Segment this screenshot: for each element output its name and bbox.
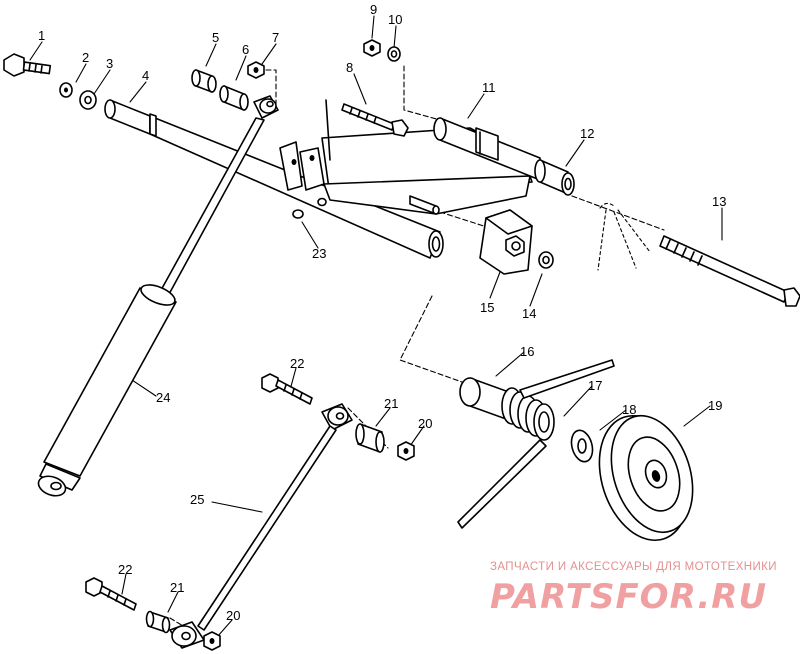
shine-marks [597,202,651,271]
callout-17: 17 [588,378,602,393]
part-14-washer [538,251,554,269]
callout-numbers: 1 2 3 4 5 6 7 8 9 10 11 12 13 14 15 16 1… [38,2,726,623]
callout-23: 23 [312,246,326,261]
part-8-bolt [341,103,409,137]
callout-12: 12 [580,126,594,141]
callout-21a: 21 [384,396,398,411]
callout-21b: 21 [170,580,184,595]
part-15-slide-block [479,209,533,275]
part-9-nut [363,39,381,57]
callout-8: 8 [346,60,353,75]
callout-2: 2 [82,50,89,65]
callout-9: 9 [370,2,377,17]
part-5-bushing [191,69,217,93]
part-20-upper-nut [397,441,415,461]
watermark: ЗАПЧАСТИ И АКСЕССУАРЫ ДЛЯ МОТОТЕХНИКИ PA… [490,561,777,617]
part-6-bushing [219,85,249,111]
callout-16: 16 [520,344,534,359]
callout-20b: 20 [226,608,240,623]
part-12-end-bushing [534,159,575,196]
part-13-long-bolt [659,235,800,307]
callout-19: 19 [708,398,722,413]
callout-18: 18 [622,402,636,417]
callout-5: 5 [212,30,219,45]
callout-11: 11 [482,80,496,95]
part-24-shock-absorber [37,95,279,497]
part-21-lower-bushing [145,610,171,634]
part-19-idler-wheel [598,414,694,542]
part-21-upper-bushing [355,423,385,453]
callout-6: 6 [242,42,249,57]
part-22-lower-bolt [85,577,137,611]
callout-13: 13 [712,194,726,209]
part-2-washer [59,82,73,98]
part-7-nut [247,61,265,79]
watermark-logo: PARTSFOR.RU [490,577,767,617]
callout-14: 14 [522,306,536,321]
part-18-washer [570,429,594,463]
part-22-upper-bolt [261,373,313,405]
callout-3: 3 [106,56,113,71]
callout-10: 10 [388,12,402,27]
callout-1: 1 [38,28,45,43]
part-11-rear-arm [279,99,541,215]
part-10-washer [387,46,401,62]
part-20-lower-nut [203,631,221,651]
leader-lines [29,15,723,641]
watermark-subtitle: ЗАПЧАСТИ И АКСЕССУАРЫ ДЛЯ МОТОТЕХНИКИ [490,561,777,573]
part-3-washer [79,90,97,110]
callout-4: 4 [142,68,149,83]
rear-shaft-stub [409,195,440,215]
part-1-bolt [3,53,52,77]
callout-20a: 20 [418,416,432,431]
part-17-torsion-spring [457,359,615,529]
callout-24: 24 [156,390,170,405]
part-23-fastener [292,197,327,219]
callout-15: 15 [480,300,494,315]
callout-22b: 22 [118,562,132,577]
part-25-link-rod [169,403,353,649]
callout-22a: 22 [290,356,304,371]
callout-7: 7 [272,30,279,45]
callout-25: 25 [190,492,204,507]
